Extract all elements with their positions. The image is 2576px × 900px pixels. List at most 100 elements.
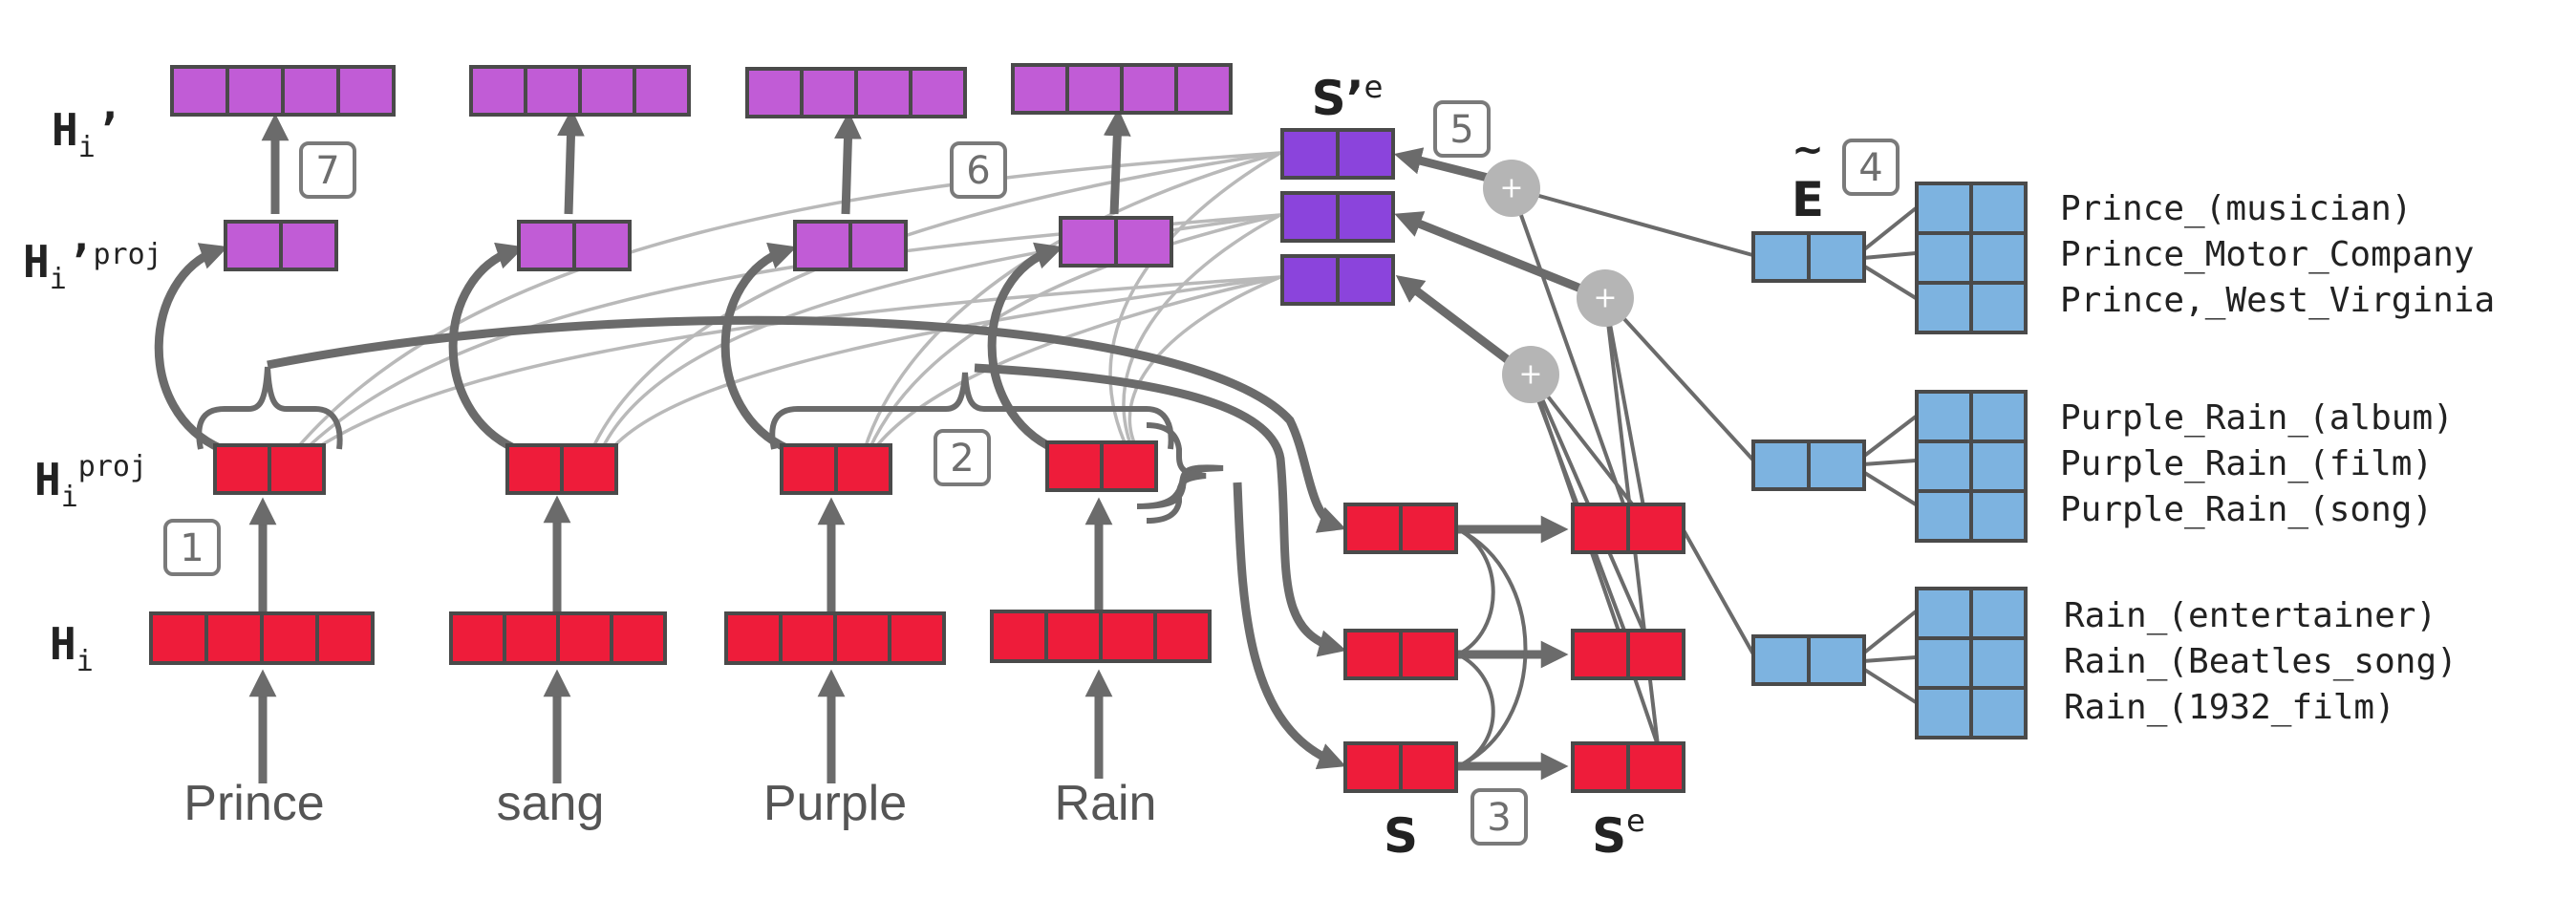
- projection-loop-arrows: [154, 242, 1063, 454]
- svg-text:Rain_(Beatles_song): Rain_(Beatles_song): [2064, 642, 2458, 681]
- candidate-grid-purple-rain: [1915, 390, 2028, 543]
- svg-text:5: 5: [1449, 108, 1473, 152]
- updated-entity-span-representations: [1280, 128, 1395, 306]
- span-to-entity-span-arrows: [1457, 515, 1569, 781]
- projected-embeddings: [213, 440, 1158, 495]
- svg-text:Purple_Rain_(film): Purple_Rain_(film): [2060, 444, 2433, 483]
- entity-aware-span-representations: [1571, 503, 1685, 793]
- projection-prince: [213, 443, 326, 495]
- output-embedding-rain: [1011, 63, 1233, 115]
- svg-text:Purple_Rain_(album): Purple_Rain_(album): [2060, 398, 2454, 438]
- span-rep: [1343, 741, 1458, 793]
- label-s-e: Se: [1592, 803, 1645, 864]
- svg-text:Purple_Rain_(song): Purple_Rain_(song): [2060, 490, 2433, 529]
- plus-node: +: [1483, 160, 1540, 217]
- token-embeddings: [149, 610, 1212, 665]
- svg-text:+: +: [1518, 358, 1542, 392]
- updated-projection-rain: [1059, 216, 1173, 268]
- step-marker-3: 3: [1470, 788, 1528, 846]
- svg-text:S’e: S’e: [1312, 69, 1384, 126]
- candidate-entity-list-purple-rain: Purple_Rain_(album) Purple_Rain_(film) P…: [2060, 398, 2454, 529]
- svg-text:E: E: [1792, 172, 1824, 227]
- updated-span-rep: [1280, 128, 1395, 180]
- plus-node: +: [1502, 346, 1559, 403]
- weighted-entity-embedding: [1751, 231, 1866, 283]
- weighted-entity-embedding: [1751, 439, 1866, 491]
- candidate-entity-embeddings: [1915, 182, 2028, 739]
- svg-text:1: 1: [180, 526, 204, 570]
- row-label-h-prime-proj: Hi’proj: [23, 236, 162, 296]
- svg-text:6: 6: [966, 149, 990, 193]
- token-embedding-purple: [724, 611, 946, 665]
- updated-projections: [224, 216, 1173, 271]
- candidate-entity-list-rain: Rain_(entertainer) Rain_(Beatles_song) R…: [2064, 596, 2458, 727]
- step-marker-7: 7: [299, 141, 356, 199]
- projection-purple: [780, 443, 892, 495]
- weighted-entity-embedding: [1751, 634, 1866, 686]
- svg-text:Hi: Hi: [50, 618, 94, 678]
- svg-text:4: 4: [1858, 146, 1882, 190]
- row-label-h-i: Hi: [50, 618, 94, 678]
- label-s-prime-e: S’e: [1312, 69, 1384, 126]
- projection-sang: [505, 443, 618, 495]
- svg-text:Prince,_West_Virginia: Prince,_West_Virginia: [2060, 281, 2495, 320]
- svg-text:2: 2: [950, 437, 974, 481]
- entity-span-rep: [1571, 629, 1685, 680]
- candidate-grid-rain: [1915, 587, 2028, 739]
- svg-text:+: +: [1593, 282, 1617, 315]
- candidate-grid-prince: [1915, 182, 2028, 334]
- svg-text:Prince_Motor_Company: Prince_Motor_Company: [2060, 235, 2474, 274]
- span-representations: [1343, 503, 1458, 793]
- svg-text:Hi’: Hi’: [52, 104, 121, 164]
- word-prince: Prince: [183, 776, 324, 831]
- output-embedding-sang: [469, 65, 691, 117]
- label-e-tilde: ~ E: [1792, 128, 1824, 227]
- output-embeddings: [170, 63, 1233, 118]
- token-embedding-rain: [990, 610, 1212, 663]
- updated-projection-prince: [224, 220, 338, 271]
- output-embedding-purple: [745, 67, 967, 118]
- input-words: Prince sang Purple Rain: [183, 776, 1156, 831]
- svg-text:Hi’proj: Hi’proj: [23, 236, 162, 296]
- step-marker-4: 4: [1842, 139, 1900, 196]
- updated-span-rep: [1280, 254, 1395, 306]
- updated-projection-sang: [517, 220, 632, 271]
- label-s: S: [1384, 808, 1418, 864]
- plus-node: +: [1577, 269, 1634, 327]
- step-marker-6: 6: [950, 141, 1007, 199]
- svg-text:~: ~: [1792, 128, 1824, 172]
- step-marker-5: 5: [1433, 100, 1491, 158]
- attention-curves: [294, 151, 1281, 451]
- weighted-entity-embeddings: [1751, 231, 1866, 686]
- token-embedding-prince: [149, 611, 375, 665]
- upward-arrows: [248, 108, 1131, 783]
- step-marker-1: 1: [163, 519, 221, 576]
- svg-text:Rain_(1932_film): Rain_(1932_film): [2064, 688, 2395, 727]
- word-purple: Purple: [763, 776, 907, 831]
- candidate-connectors: [1861, 206, 1918, 704]
- word-rain: Rain: [1055, 776, 1157, 831]
- updated-projection-purple: [793, 220, 908, 271]
- projection-rain: [1045, 440, 1158, 492]
- svg-text:7: 7: [315, 149, 339, 193]
- output-embedding-prince: [170, 65, 396, 117]
- svg-text:Se: Se: [1592, 803, 1645, 864]
- token-embedding-sang: [449, 611, 667, 665]
- svg-text:+: +: [1499, 172, 1523, 205]
- span-arrows: [267, 315, 1347, 770]
- entity-span-rep: [1571, 503, 1685, 554]
- row-label-h-prime: Hi’: [52, 104, 121, 164]
- entity-span-rep: [1571, 741, 1685, 793]
- word-sang: sang: [497, 776, 605, 831]
- span-braces: [196, 366, 1224, 524]
- svg-text:Rain_(entertainer): Rain_(entertainer): [2064, 596, 2436, 635]
- svg-text:Hiproj: Hiproj: [34, 450, 147, 514]
- step-marker-2: 2: [934, 429, 991, 486]
- updated-span-rep: [1280, 191, 1395, 243]
- row-label-h-proj: Hiproj: [34, 450, 147, 514]
- candidate-entity-list-prince: Prince_(musician) Prince_Motor_Company P…: [2060, 189, 2495, 320]
- span-rep: [1343, 503, 1458, 554]
- svg-text:Prince_(musician): Prince_(musician): [2060, 189, 2412, 228]
